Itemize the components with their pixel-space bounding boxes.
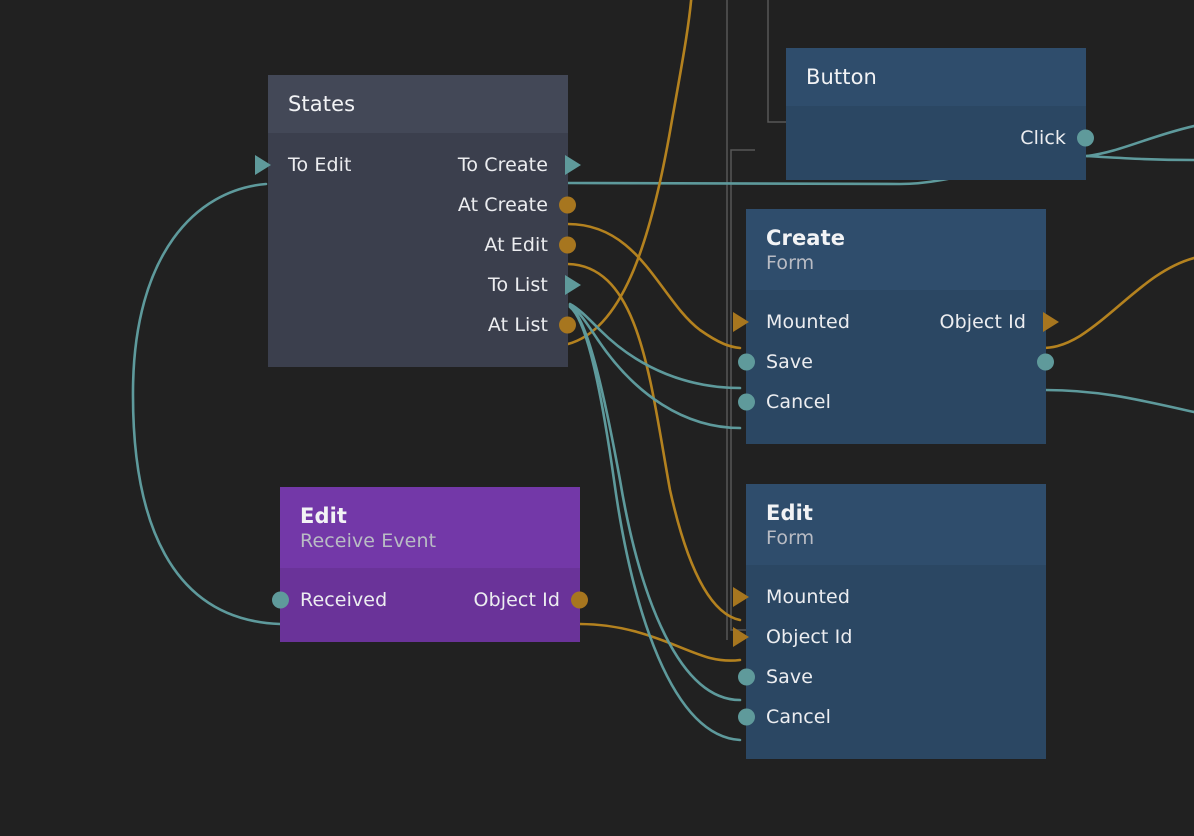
port-label-input: Mounted [766,585,851,608]
port-row: To List [268,265,581,305]
port-marker-output-at-edit-icon[interactable] [559,236,576,254]
port-row: Click [786,118,1094,158]
port-input[interactable]: Cancel [746,706,831,728]
edge-at-edit-to-edit-mounted[interactable] [566,262,742,622]
node-title-states: States [288,92,356,116]
port-marker-output-to-list-icon[interactable] [565,274,581,295]
port-row: At Edit [268,225,576,265]
port-label-input: Save [766,350,814,373]
port-marker-input-mounted-icon[interactable] [733,311,749,332]
port-label-input: To Edit [288,153,352,176]
port-marker-output-click-icon[interactable] [1077,129,1094,147]
port-marker-input-save-icon[interactable] [738,668,755,686]
port-marker-input-object-id-icon[interactable] [733,626,749,647]
port-row: Cancel [738,697,1046,737]
port-marker-output-port-icon[interactable] [1037,353,1054,371]
edge-offscreen-teal-to-click[interactable] [1085,154,1194,162]
port-input[interactable]: Received [280,589,387,611]
port-label-output: At Create [457,193,548,216]
port-input[interactable]: Save [746,666,813,688]
port-row: Mounted Object Id [733,302,1059,342]
port-label-output: At List [487,313,548,336]
port-marker-input-to-edit-icon[interactable] [255,154,271,175]
edge-at-create-to-create-mounted[interactable] [566,222,742,350]
node-body-button: Click [786,105,1094,180]
port-label-output: Object Id [939,310,1026,333]
edge-objectid-to-edit-objectid[interactable] [578,622,742,662]
node-body-edit-receive-event: Received Object Id [272,567,588,642]
edge-edit-cancel-to-to-list[interactable] [568,305,742,742]
port-input[interactable]: Mounted [746,586,850,608]
port-row: To Edit To Create [255,145,581,185]
port-row: Save [738,342,1054,382]
port-label-output: To Create [457,153,548,176]
port-marker-input-received-icon[interactable] [272,591,289,609]
port-marker-input-cancel-icon[interactable] [738,708,755,726]
port-marker-input-cancel-icon[interactable] [738,393,755,411]
port-marker-input-save-icon[interactable] [738,353,755,371]
node-subtitle-edit-form: Form [766,526,815,549]
port-input[interactable]: Object Id [746,626,852,648]
port-row: Mounted [733,577,1046,617]
edge-create-cancel-to-to-list[interactable] [568,303,742,430]
port-label-input: Cancel [766,390,831,413]
port-label-input: Received [300,588,388,611]
port-row: At List [268,305,576,345]
port-label-input: Mounted [766,310,851,333]
node-title-edit-form: Edit [766,501,814,525]
port-label-output: Object Id [473,588,560,611]
node-title-create-form: Create [766,226,846,250]
port-row: Received Object Id [272,580,588,620]
port-label-input: Cancel [766,705,831,728]
port-marker-output-object-id-icon[interactable] [571,591,588,609]
port-row: At Create [268,185,576,225]
edge-create-objectid-from-right[interactable] [1040,256,1194,350]
edge-click-right-out[interactable] [1085,124,1194,158]
node-title-button: Button [806,65,877,89]
port-input[interactable]: Cancel [746,391,831,413]
port-marker-output-to-create-icon[interactable] [565,154,581,175]
edge-create-out-dot-right[interactable] [1043,388,1194,414]
port-label-output: At Edit [484,233,548,256]
port-row: Object Id [733,617,1046,657]
node-subtitle-edit-receive-event: Receive Event [300,529,437,552]
node-title-edit-receive-event: Edit [300,504,348,528]
edge-at-list-offscreen-top[interactable] [566,0,693,346]
port-row: Save [738,657,1046,697]
port-label-output: To List [488,273,548,296]
edge-edit-save-to-to-list[interactable] [568,304,742,702]
port-label-input: Object Id [766,625,853,648]
port-input[interactable]: To Edit [268,154,352,176]
node-header-states[interactable]: States [268,75,568,133]
port-label-input: Save [766,665,814,688]
node-subtitle-create-form: Form [766,251,815,274]
port-marker-output-object-id-icon[interactable] [1043,311,1059,332]
port-row: Cancel [738,382,1046,422]
port-label-output: Click [1020,126,1066,149]
port-input[interactable]: Save [746,351,813,373]
port-marker-input-mounted-icon[interactable] [733,586,749,607]
node-header-button[interactable]: Button [786,48,1086,106]
port-marker-output-at-create-icon[interactable] [559,196,576,214]
port-input[interactable]: Mounted [746,311,850,333]
edge-create-save-to-to-list[interactable] [568,302,742,390]
edge-received-to-to-edit[interactable] [131,182,282,626]
port-marker-output-at-list-icon[interactable] [559,316,576,334]
